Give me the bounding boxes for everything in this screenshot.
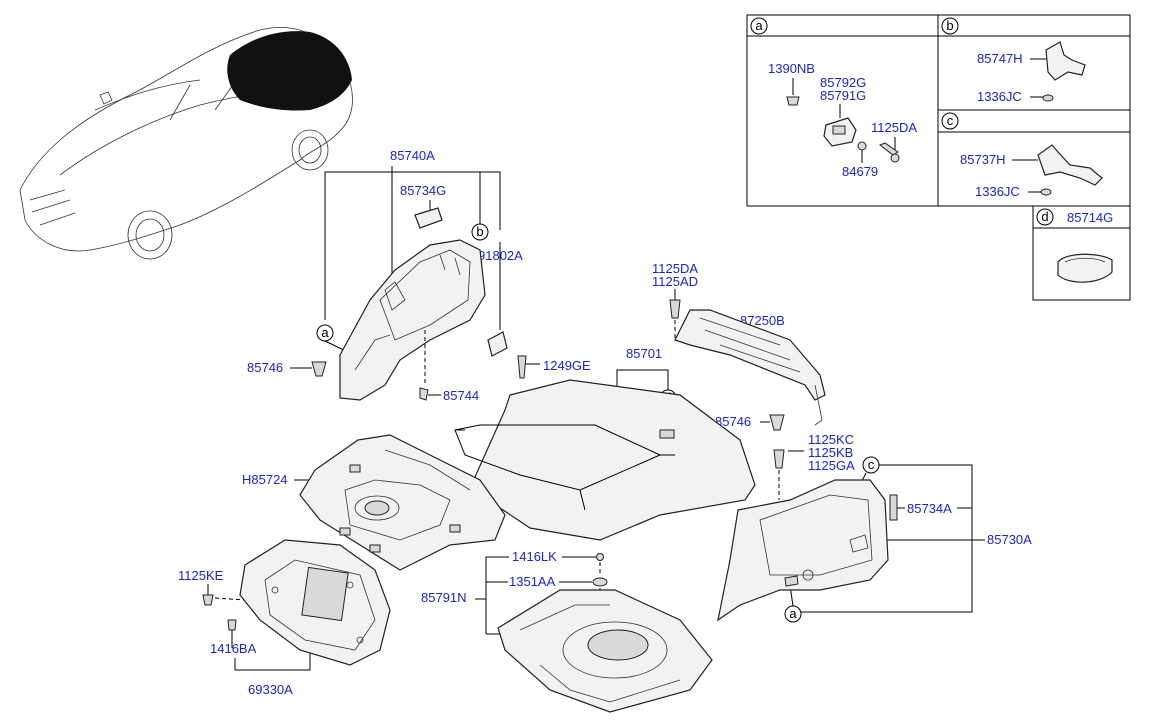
- label-85740A: 85740A: [390, 148, 435, 163]
- trim-85740A: [339, 239, 486, 401]
- bolt-1125DA: [669, 299, 681, 319]
- inset-a-header-circle: [750, 17, 768, 35]
- bolt-1125DA-inset: [878, 142, 899, 156]
- label-85791G: 85791G: [820, 88, 866, 103]
- label-85734A: 85734A: [907, 501, 952, 516]
- package-tray-assembly: H85724: [242, 434, 506, 571]
- inset-b-header-circle: [941, 17, 959, 35]
- label-H85724: H85724: [242, 472, 288, 487]
- label-85701: 85701: [626, 346, 662, 361]
- cover-85714G: [1057, 253, 1113, 283]
- label-1125DA: 1125DA: [652, 261, 698, 276]
- label-1125KC: 1125KC: [808, 432, 854, 447]
- label-85747H: 85747H: [977, 51, 1023, 66]
- label-91802A: 91802A: [478, 248, 523, 263]
- trim-85730A: [717, 479, 889, 622]
- inset-c-header: c: [947, 113, 954, 128]
- bolt-1125KE: [202, 594, 214, 606]
- inset-d-header-circle: [1036, 208, 1054, 226]
- bracket-85737H: [1037, 144, 1103, 186]
- label-1336JC-b: 1336JC: [977, 89, 1022, 104]
- clip-85746-right: [769, 414, 785, 431]
- callout-b-circle: [471, 223, 489, 241]
- label-85737H: 85737H: [960, 152, 1006, 167]
- trunk-highlight: [227, 31, 352, 111]
- label-84679: 84679: [842, 164, 878, 179]
- clip-85744: [419, 387, 429, 401]
- screw-1249GE: [517, 355, 527, 379]
- label-85746-right: 85746: [715, 414, 751, 429]
- label-87250B: 87250B: [740, 313, 785, 328]
- inset-c-header-circle: [941, 112, 959, 130]
- label-1125KE: 1125KE: [178, 568, 224, 583]
- clip-1336JC-c: [1040, 188, 1052, 196]
- label-1416BA: 1416BA: [210, 641, 257, 656]
- label-69330A: 69330A: [248, 682, 293, 697]
- label-85792G: 85792G: [820, 75, 866, 90]
- vehicle-illustration: [19, 27, 353, 260]
- left-trim-assembly: 85740A 85734G 91802A 85746 85744 1249GE …: [247, 148, 591, 403]
- plug-1351AA: [592, 577, 608, 587]
- board-85701: [469, 379, 756, 541]
- cover-85734A: [889, 494, 898, 521]
- label-85734G: 85734G: [400, 183, 446, 198]
- callout-c: c: [868, 457, 875, 472]
- screw-1416BA: [227, 619, 237, 631]
- label-1416LK: 1416LK: [512, 549, 557, 564]
- cup-85701: [659, 429, 675, 439]
- inset-a-header: a: [755, 18, 763, 33]
- inset-panel: a b c d 85714G 1390NB 85792G 85791G 1125…: [746, 14, 1131, 301]
- trunk-tray-assembly: 1416LK 1351AA 85791N: [421, 549, 713, 713]
- label-1125AD: 1125AD: [652, 274, 698, 289]
- label-85730A: 85730A: [987, 532, 1032, 547]
- clip-1336JC-b: [1042, 94, 1054, 102]
- clip-1390NB: [786, 96, 800, 106]
- label-1249GE: 1249GE: [543, 358, 591, 373]
- inset-d-header: d: [1041, 209, 1048, 224]
- luggage-board-assembly: 85701 85779 85746 d: [454, 346, 785, 541]
- cover-85734G: [414, 207, 443, 229]
- bolt-1125KC: [773, 449, 785, 469]
- label-1125GA: 1125GA: [808, 458, 855, 473]
- label-85791N: 85791N: [421, 590, 467, 605]
- clip-85746-left: [311, 361, 327, 377]
- inset-d-part-label: 85714G: [1067, 210, 1113, 225]
- callout-b: b: [476, 224, 483, 239]
- nut-84679: [857, 141, 867, 151]
- callout-a-right: a: [789, 606, 797, 621]
- net-85779: [454, 424, 662, 491]
- plug-1416LK: [596, 553, 604, 561]
- label-1390NB: 1390NB: [768, 61, 815, 76]
- trunk-separator-assembly: 1125KE 1416BA 69330A: [178, 539, 391, 697]
- inset-b-header: b: [946, 18, 953, 33]
- label-1336JC-c: 1336JC: [975, 184, 1020, 199]
- bracket-85747H: [1045, 41, 1086, 81]
- callout-a-left: a: [321, 325, 329, 340]
- right-trim-assembly: 1125KC 1125KB 1125GA 85734A 85730A c a: [717, 432, 1032, 623]
- label-1125DA-inset: 1125DA: [871, 120, 917, 135]
- label-85746-left: 85746: [247, 360, 283, 375]
- label-85744: 85744: [443, 388, 479, 403]
- cover-91802A: [487, 331, 508, 357]
- label-1125KB: 1125KB: [808, 445, 853, 460]
- rear-transverse-trim: 1125DA 1125AD 87250B: [652, 261, 826, 426]
- label-1351AA: 1351AA: [509, 574, 556, 589]
